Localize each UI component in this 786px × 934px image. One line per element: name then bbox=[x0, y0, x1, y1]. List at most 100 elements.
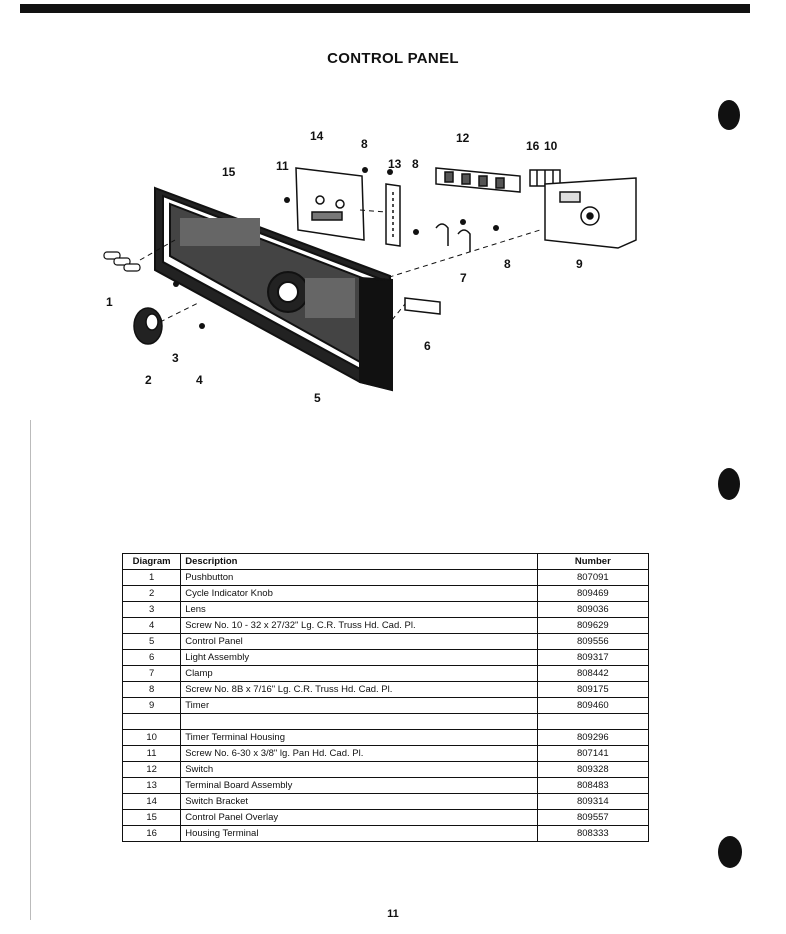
callout-7: 7 bbox=[460, 271, 467, 285]
timer-part bbox=[544, 177, 637, 249]
cell-description: Control Panel Overlay bbox=[180, 809, 538, 826]
clamp-part bbox=[435, 223, 471, 252]
callout-14: 14 bbox=[310, 129, 324, 143]
cell-diagram: 1 bbox=[121, 569, 182, 586]
header-description: Description bbox=[180, 553, 538, 570]
exploded-parts-diagram: 14 8 13 8 12 16 10 11 15 9 7 8 6 1 2 3 4… bbox=[103, 129, 637, 405]
cell-number: 809296 bbox=[536, 729, 650, 746]
assembly-leader-lines bbox=[139, 209, 541, 323]
cell-diagram bbox=[121, 713, 182, 730]
switch-bracket-part bbox=[295, 167, 365, 241]
cell-diagram: 13 bbox=[121, 777, 182, 794]
cell-number: 809175 bbox=[536, 681, 650, 698]
callout-9: 9 bbox=[576, 257, 583, 271]
parts-table-header: Diagram Description Number bbox=[121, 553, 650, 570]
callout-10: 10 bbox=[544, 139, 558, 153]
cell-diagram: 4 bbox=[121, 617, 182, 634]
cell-diagram: 2 bbox=[121, 585, 182, 602]
callout-12: 12 bbox=[456, 131, 470, 145]
cell-number: 809317 bbox=[536, 649, 650, 666]
cell-number: 809557 bbox=[536, 809, 650, 826]
header-number: Number bbox=[536, 553, 650, 570]
cell-description: Lens bbox=[180, 601, 538, 618]
cell-diagram: 11 bbox=[121, 745, 182, 762]
callout-8-c: 8 bbox=[504, 257, 511, 271]
cell-number: 809556 bbox=[536, 633, 650, 650]
cycle-indicator-knob-part bbox=[133, 307, 163, 345]
control-panel-part bbox=[154, 186, 394, 392]
cell-diagram: 15 bbox=[121, 809, 182, 826]
binder-hole-bottom bbox=[718, 836, 742, 868]
callout-3: 3 bbox=[172, 351, 179, 365]
cell-number bbox=[536, 713, 650, 730]
cell-description: Terminal Board Assembly bbox=[180, 777, 538, 794]
cell-description: Screw No. 10 - 32 x 27/32" Lg. C.R. Trus… bbox=[180, 617, 538, 634]
callout-16: 16 bbox=[526, 139, 540, 153]
cell-description: Pushbutton bbox=[180, 569, 538, 586]
callout-15: 15 bbox=[222, 165, 236, 179]
callout-5: 5 bbox=[314, 391, 321, 405]
cell-diagram: 16 bbox=[121, 825, 182, 842]
binder-hole-middle bbox=[718, 468, 740, 500]
cell-diagram: 6 bbox=[121, 649, 182, 666]
scan-edge-line bbox=[30, 420, 31, 920]
cell-number: 809314 bbox=[536, 793, 650, 810]
callout-13: 13 bbox=[388, 157, 402, 171]
diagram-callouts: 14 8 13 8 12 16 10 11 15 9 7 8 6 1 2 3 4… bbox=[106, 129, 583, 405]
cell-diagram: 5 bbox=[121, 633, 182, 650]
cell-number: 807141 bbox=[536, 745, 650, 762]
cell-diagram: 3 bbox=[121, 601, 182, 618]
cell-diagram: 10 bbox=[121, 729, 182, 746]
screw-parts bbox=[173, 167, 499, 329]
cell-number: 809460 bbox=[536, 697, 650, 714]
pushbutton-part bbox=[103, 251, 141, 272]
cell-number: 808442 bbox=[536, 665, 650, 682]
callout-8-a: 8 bbox=[361, 137, 368, 151]
cell-description: Light Assembly bbox=[180, 649, 538, 666]
cell-description: Screw No. 8B x 7/16" Lg. C.R. Truss Hd. … bbox=[180, 681, 538, 698]
cell-diagram: 14 bbox=[121, 793, 182, 810]
cell-description: Clamp bbox=[180, 665, 538, 682]
cell-number: 807091 bbox=[536, 569, 650, 586]
scan-top-border bbox=[20, 4, 750, 13]
cell-number: 809629 bbox=[536, 617, 650, 634]
callout-4: 4 bbox=[196, 373, 203, 387]
switch-part bbox=[435, 167, 521, 193]
cell-description: Control Panel bbox=[180, 633, 538, 650]
terminal-board-part bbox=[385, 183, 401, 247]
cell-number: 808333 bbox=[536, 825, 650, 842]
cell-number: 808483 bbox=[536, 777, 650, 794]
header-diagram: Diagram bbox=[121, 553, 182, 570]
callout-1: 1 bbox=[106, 295, 113, 309]
binder-hole-top bbox=[718, 100, 740, 130]
cell-description: Screw No. 6-30 x 3/8" lg. Pan Hd. Cad. P… bbox=[180, 745, 538, 762]
cell-description: Switch Bracket bbox=[180, 793, 538, 810]
cell-diagram: 7 bbox=[121, 665, 182, 682]
page-number: 11 bbox=[387, 908, 399, 920]
cell-description bbox=[180, 713, 538, 730]
callout-11: 11 bbox=[276, 159, 289, 173]
cell-number: 809036 bbox=[536, 601, 650, 618]
cell-description: Switch bbox=[180, 761, 538, 778]
callout-6: 6 bbox=[424, 339, 431, 353]
cell-number: 809469 bbox=[536, 585, 650, 602]
cell-diagram: 12 bbox=[121, 761, 182, 778]
cell-diagram: 9 bbox=[121, 697, 182, 714]
cell-description: Timer bbox=[180, 697, 538, 714]
page-title: CONTROL PANEL bbox=[327, 50, 459, 67]
